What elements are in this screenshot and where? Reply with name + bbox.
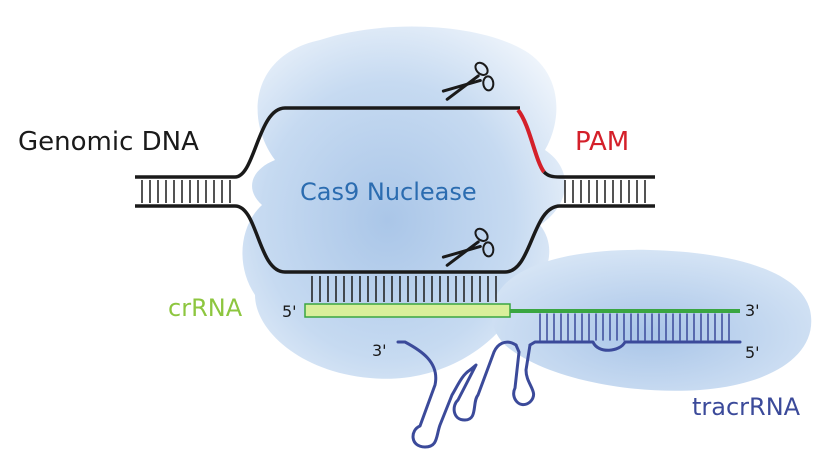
tracrrna (396, 313, 742, 449)
crrna-5-prime-label: 5' (282, 302, 297, 321)
tracrrna-3-prime-label: 3' (372, 341, 387, 360)
pam-label: PAM (575, 127, 629, 157)
dna-bottom-strand (135, 204, 655, 274)
scissors-icon (441, 61, 495, 101)
pam-segment (516, 108, 546, 174)
dna-base-pairs-left (141, 180, 231, 203)
tracrrna-base-pairs (539, 313, 730, 341)
cas9-label: Cas9 Nuclease (300, 178, 477, 206)
tracrrna-stem-loop-3 (512, 343, 536, 407)
tracrrna-label: tracrRNA (692, 393, 801, 421)
tracrrna-stem-loop-1 (396, 340, 472, 449)
cas9-protein-shape (242, 26, 812, 391)
tracrrna-5-prime-label: 5' (745, 343, 760, 362)
dna-base-pairs-right (564, 180, 646, 203)
cas9-main-lobe (242, 26, 566, 379)
crrna-base-pairs (311, 276, 497, 302)
tracrrna-backbone-right (528, 340, 742, 352)
tracrrna-stem-loop-2 (452, 340, 518, 422)
scissors-icon (441, 227, 495, 267)
genomic-dna (135, 106, 655, 274)
crrna (304, 276, 740, 318)
dna-top-strand (135, 106, 520, 179)
genomic-dna-label: Genomic DNA (18, 127, 199, 157)
crrna-label: crRNA (168, 294, 243, 322)
crrna-3-prime-label: 3' (745, 301, 760, 320)
dna-top-strand-right (542, 170, 655, 179)
crrna-spacer-box (304, 303, 511, 318)
